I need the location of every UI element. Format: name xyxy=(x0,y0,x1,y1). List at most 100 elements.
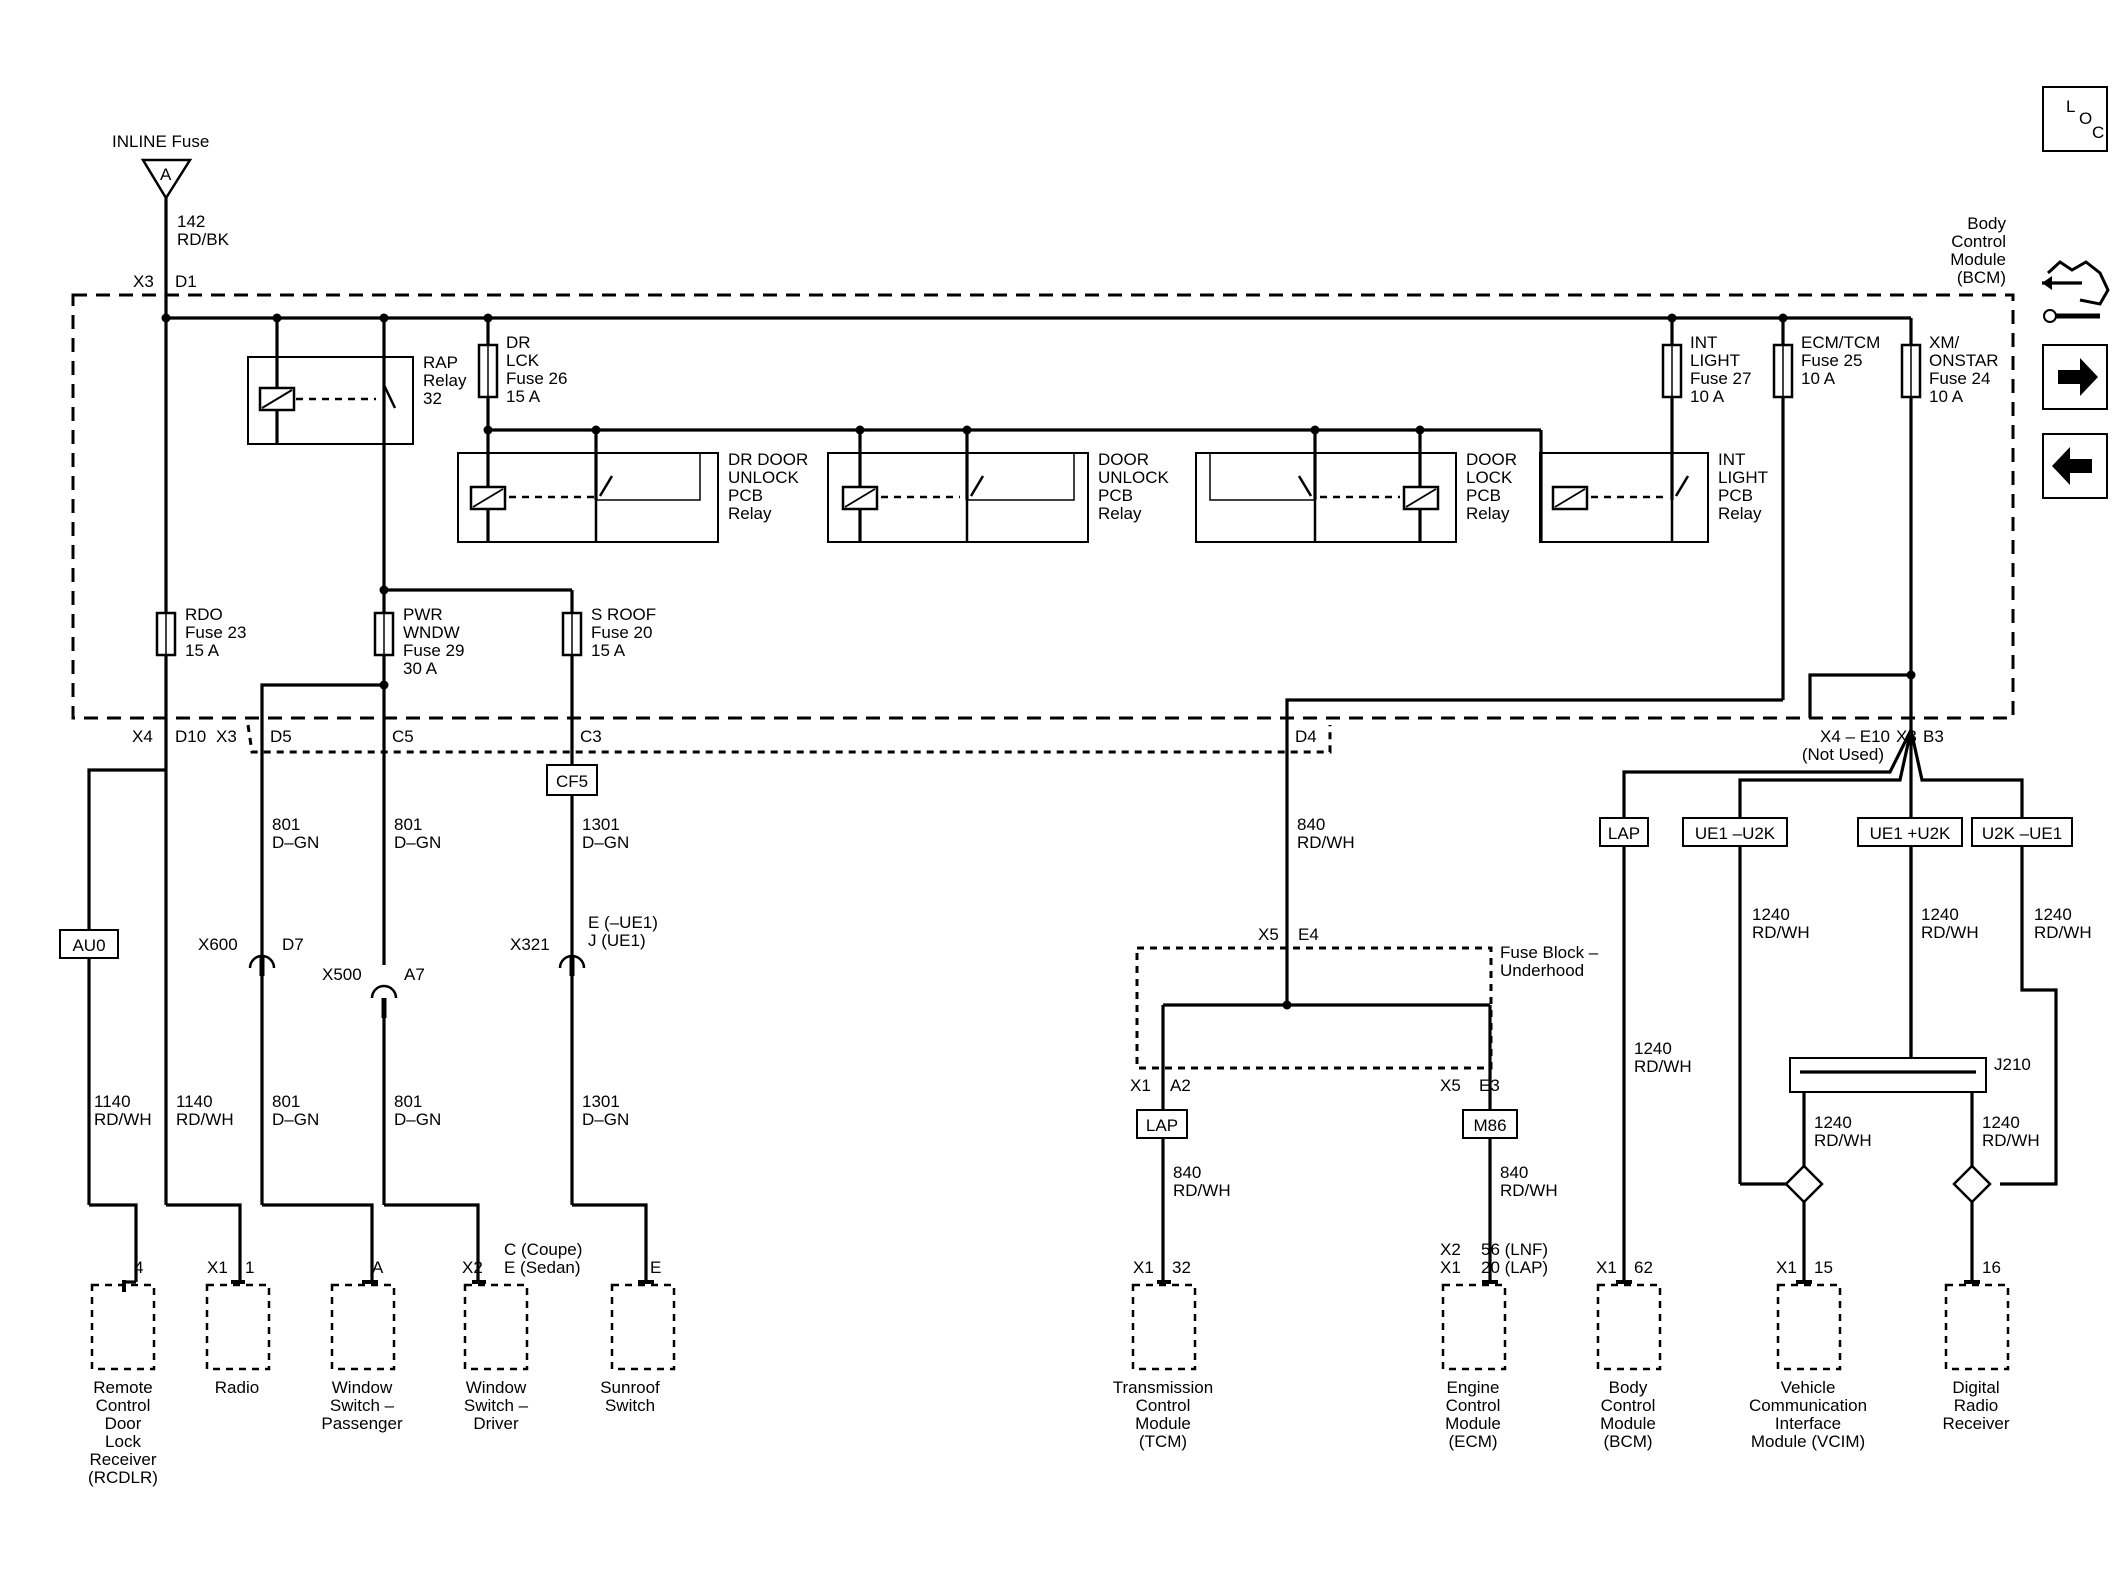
svg-text:INT: INT xyxy=(1718,450,1745,469)
component-ecm: X2 X1 56 (LNF) 20 (LAP) Engine Control M… xyxy=(1440,1240,1548,1451)
svg-text:Fuse Block –: Fuse Block – xyxy=(1500,943,1599,962)
svg-text:10 A: 10 A xyxy=(1929,387,1964,406)
svg-text:E (Sedan): E (Sedan) xyxy=(504,1258,581,1277)
relay-door-unlock: DOOR UNLOCK PCB Relay xyxy=(827,450,1170,543)
option-au0: AU0 xyxy=(59,929,119,959)
svg-text:Fuse 29: Fuse 29 xyxy=(403,641,464,660)
svg-text:Control: Control xyxy=(1136,1396,1191,1415)
svg-text:XM/: XM/ xyxy=(1929,333,1960,352)
svg-text:AU0: AU0 xyxy=(72,936,105,955)
connector-icon[interactable] xyxy=(2042,260,2110,323)
fuse-block-label: Fuse Block – Underhood xyxy=(1500,943,1599,980)
bcm-enclosure xyxy=(71,293,2015,720)
svg-text:Fuse 24: Fuse 24 xyxy=(1929,369,1990,388)
svg-text:O: O xyxy=(2079,109,2092,128)
svg-text:X1: X1 xyxy=(1133,1258,1154,1277)
component-digital-radio-receiver: 16 Digital Radio Receiver xyxy=(1942,1258,2009,1433)
conn-d1-label: D1 xyxy=(175,272,197,291)
svg-text:(TCM): (TCM) xyxy=(1139,1432,1187,1451)
svg-text:DR: DR xyxy=(506,333,531,352)
svg-text:Control: Control xyxy=(1601,1396,1656,1415)
svg-text:E: E xyxy=(650,1258,661,1277)
svg-text:INT: INT xyxy=(1690,333,1717,352)
circuit-142-number: 142 xyxy=(177,212,205,231)
svg-text:PCB: PCB xyxy=(1466,486,1501,505)
svg-text:Module (VCIM): Module (VCIM) xyxy=(1751,1432,1865,1451)
svg-text:Interface: Interface xyxy=(1775,1414,1841,1433)
svg-text:1301: 1301 xyxy=(582,1092,620,1111)
circuit-labels: 801 D–GN 801 D–GN 1301 D–GN 840 RD/WH 12… xyxy=(94,815,2092,1200)
option-u2k-minus-ue1: U2K –UE1 xyxy=(1971,817,2073,847)
svg-text:Relay: Relay xyxy=(1466,504,1510,523)
svg-text:30 A: 30 A xyxy=(403,659,438,678)
svg-text:E (–UE1): E (–UE1) xyxy=(588,913,658,932)
component-window-switch-passenger: A Window Switch – Passenger xyxy=(321,1258,403,1433)
bcm-header-label: Body Control Module (BCM) xyxy=(1950,214,2006,287)
svg-text:X1: X1 xyxy=(1776,1258,1797,1277)
svg-text:15 A: 15 A xyxy=(185,641,220,660)
fuse-rdo: RDO Fuse 23 15 A xyxy=(155,605,246,660)
svg-text:10 A: 10 A xyxy=(1801,369,1836,388)
svg-text:DOOR: DOOR xyxy=(1466,450,1517,469)
arrow-left-icon[interactable] xyxy=(2042,433,2108,499)
svg-text:Driver: Driver xyxy=(473,1414,519,1433)
svg-text:PWR: PWR xyxy=(403,605,443,624)
svg-text:Vehicle: Vehicle xyxy=(1781,1378,1836,1397)
svg-text:56 (LNF): 56 (LNF) xyxy=(1481,1240,1548,1259)
rap-relay-label: RAP Relay 32 xyxy=(423,353,467,408)
svg-text:X3: X3 xyxy=(1896,727,1917,746)
svg-text:(ECM): (ECM) xyxy=(1448,1432,1497,1451)
conn-x3-label: X3 xyxy=(133,272,154,291)
svg-text:LIGHT: LIGHT xyxy=(1690,351,1740,370)
svg-text:E3: E3 xyxy=(1479,1076,1500,1095)
svg-text:(BCM): (BCM) xyxy=(1603,1432,1652,1451)
bcm-connector-x3 xyxy=(246,724,1332,754)
svg-text:801: 801 xyxy=(272,1092,300,1111)
svg-text:RD/WH: RD/WH xyxy=(1634,1057,1692,1076)
svg-text:1: 1 xyxy=(245,1258,254,1277)
svg-text:M86: M86 xyxy=(1473,1116,1506,1135)
inline-fuse-triangle xyxy=(140,158,193,201)
loc-icon[interactable]: L O C xyxy=(2042,86,2108,152)
fuse-pwr-wndw: PWR WNDW Fuse 29 30 A xyxy=(373,605,464,678)
splice-pack-j210: J210 xyxy=(1784,1055,2031,1204)
svg-text:1240: 1240 xyxy=(1921,905,1959,924)
svg-text:RDO: RDO xyxy=(185,605,223,624)
svg-text:CF5: CF5 xyxy=(556,772,588,791)
svg-text:UNLOCK: UNLOCK xyxy=(1098,468,1170,487)
relay-dr-door-unlock: DR DOOR UNLOCK PCB Relay xyxy=(457,450,808,543)
svg-text:PCB: PCB xyxy=(728,486,763,505)
svg-text:S ROOF: S ROOF xyxy=(591,605,656,624)
svg-text:B3: B3 xyxy=(1923,727,1944,746)
svg-text:1240: 1240 xyxy=(1752,905,1790,924)
relay-int-light: INT LIGHT PCB Relay xyxy=(1539,450,1768,543)
svg-text:RD/WH: RD/WH xyxy=(176,1110,234,1129)
svg-text:Sunroof: Sunroof xyxy=(600,1378,660,1397)
relay-door-lock: DOOR LOCK PCB Relay xyxy=(1195,450,1517,543)
svg-text:C: C xyxy=(2092,123,2104,142)
svg-text:D–GN: D–GN xyxy=(272,1110,319,1129)
svg-text:D10: D10 xyxy=(175,727,206,746)
svg-text:LCK: LCK xyxy=(506,351,540,370)
arrow-right-icon[interactable] xyxy=(2042,344,2108,410)
svg-text:L: L xyxy=(2066,97,2075,116)
svg-text:Module: Module xyxy=(1600,1414,1656,1433)
circuit-142-color: RD/BK xyxy=(177,230,230,249)
svg-text:D5: D5 xyxy=(270,727,292,746)
svg-text:RD/WH: RD/WH xyxy=(1814,1131,1872,1150)
svg-text:Fuse 20: Fuse 20 xyxy=(591,623,652,642)
svg-text:840: 840 xyxy=(1297,815,1325,834)
svg-text:1240: 1240 xyxy=(1982,1113,2020,1132)
svg-text:Fuse 27: Fuse 27 xyxy=(1690,369,1751,388)
svg-text:1301: 1301 xyxy=(582,815,620,834)
svg-text:E4: E4 xyxy=(1298,925,1319,944)
bcm-connector-labels: X4 D10 X3 D5 C5 C3 D4 X4 – E10 (Not Used… xyxy=(132,727,1944,764)
svg-text:Receiver: Receiver xyxy=(89,1450,156,1469)
fuse-ecmtcm: ECM/TCM Fuse 25 10 A xyxy=(1772,333,1880,399)
svg-text:Fuse 23: Fuse 23 xyxy=(185,623,246,642)
svg-text:Underhood: Underhood xyxy=(1500,961,1584,980)
svg-text:801: 801 xyxy=(394,815,422,834)
svg-text:LAP: LAP xyxy=(1608,824,1640,843)
svg-text:Engine: Engine xyxy=(1447,1378,1500,1397)
option-cf5: CF5 xyxy=(546,764,598,796)
